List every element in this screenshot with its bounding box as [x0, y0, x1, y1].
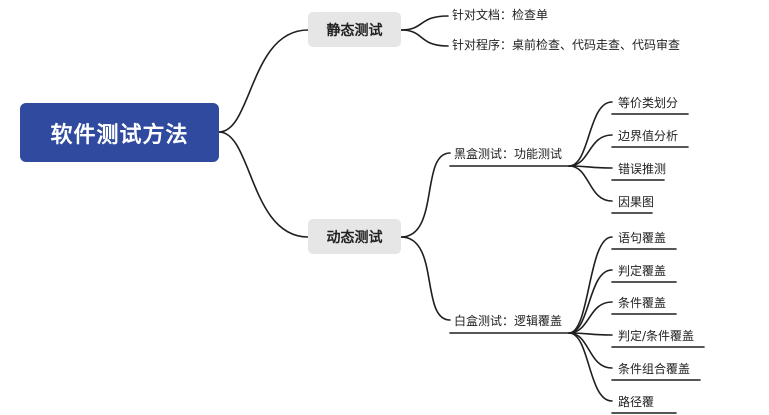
wb-child-condition[interactable]: 条件覆盖 [618, 296, 667, 310]
link-bb-1 [568, 101, 613, 167]
wb-child-decision[interactable]: 判定覆盖 [618, 264, 667, 278]
static-child-program[interactable]: 针对程序：桌前检查、代码走查、代码审查 [452, 38, 681, 52]
wb-child-condition-combination[interactable]: 条件组合覆盖 [618, 362, 691, 376]
link-root-dynamic [218, 131, 309, 238]
wb-child-decision-condition[interactable]: 判定/条件覆盖 [618, 329, 695, 343]
link-static-prog [400, 29, 449, 47]
static-child-doc[interactable]: 针对文档：检查单 [452, 8, 549, 22]
bb-child-cause-effect[interactable]: 因果图 [618, 195, 655, 209]
bb-child-error-guess[interactable]: 错误推测 [618, 162, 667, 176]
wb-child-statement[interactable]: 语句覆盖 [618, 231, 667, 245]
root-label: 软件测试方法 [50, 122, 189, 148]
link-wb-6 [568, 332, 613, 402]
bb-child-equivalence[interactable]: 等价类划分 [618, 96, 679, 110]
link-root-static [218, 29, 309, 133]
link-dynamic-black [400, 152, 451, 238]
static-test-label: 静态测试 [326, 22, 383, 39]
dynamic-test-label: 动态测试 [326, 229, 383, 246]
black-box-node[interactable]: 黑盒测试：功能测试 [454, 147, 563, 161]
link-static-doc [400, 15, 449, 31]
white-box-node[interactable]: 白盒测试：逻辑覆盖 [454, 314, 563, 328]
link-wb-5 [568, 332, 613, 369]
static-test-node[interactable]: 静态测试 [308, 12, 401, 47]
link-bb-4 [568, 165, 613, 202]
link-wb-1 [568, 236, 613, 334]
link-wb-3 [568, 301, 613, 334]
wb-child-path[interactable]: 路径覆 [618, 395, 655, 409]
link-wb-2 [568, 269, 613, 334]
link-dynamic-white [400, 236, 451, 321]
bb-child-boundary[interactable]: 边界值分析 [618, 129, 679, 143]
dynamic-test-node[interactable]: 动态测试 [308, 219, 401, 254]
link-bb-2 [568, 134, 613, 167]
root-node[interactable]: 软件测试方法 [20, 103, 219, 162]
